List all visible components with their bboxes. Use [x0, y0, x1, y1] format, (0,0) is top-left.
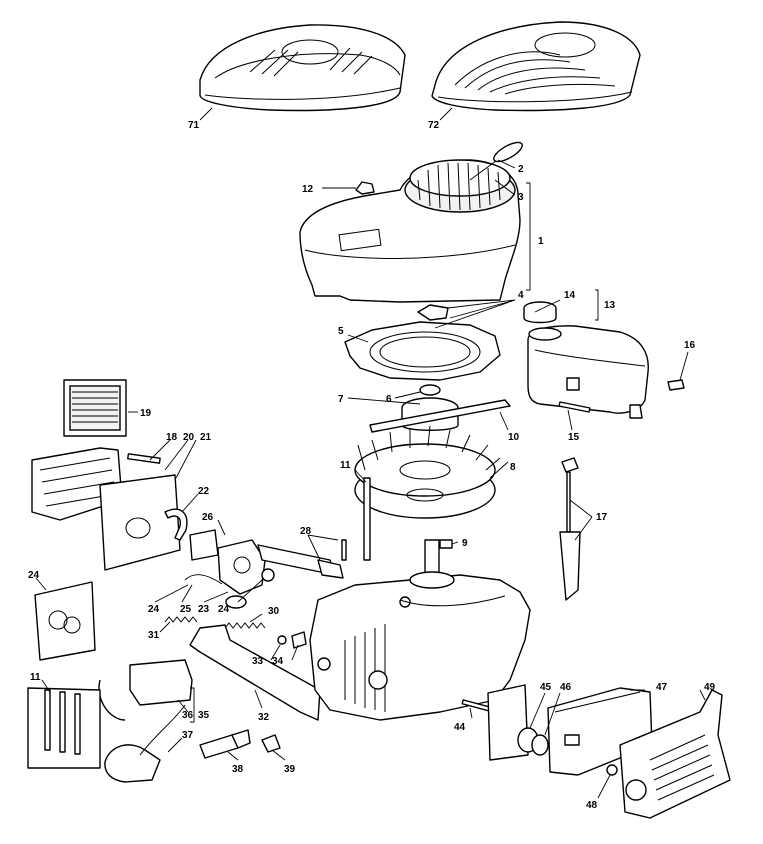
blower-housing-plate-5 [344, 321, 501, 381]
screw-48 [606, 764, 618, 776]
tank-bolt-16 [667, 379, 685, 391]
callout-30: 30 [268, 606, 280, 617]
callout-7: 7 [338, 394, 344, 405]
head-bolts-11 [27, 687, 101, 769]
intake-tube-28 [257, 544, 344, 579]
engine-crankcase [309, 539, 531, 721]
engine-cover-71 [199, 24, 406, 112]
callout-25: 25 [180, 604, 192, 615]
carb-gasket-24 [189, 529, 219, 561]
ignition-coil-35 [98, 659, 193, 721]
callout-28: 28 [300, 526, 312, 537]
clip-34 [291, 631, 307, 649]
fuel-tank [527, 325, 649, 419]
breather-tube-22 [164, 508, 188, 541]
fuel-cap-14 [523, 301, 557, 324]
callout-labels: 71 72 12 2 3 1 4 5 14 13 16 6 7 10 15 8 … [28, 120, 716, 811]
o-ring-24 [261, 568, 275, 582]
callout-72: 72 [428, 120, 440, 131]
callout-19: 19 [140, 408, 152, 419]
callout-35: 35 [198, 710, 210, 721]
choke-link-25 [184, 574, 223, 585]
callout-36: 36 [182, 710, 194, 721]
callout-24-left: 24 [28, 570, 40, 581]
callout-8: 8 [510, 462, 516, 473]
recoil-starter-housing [299, 159, 521, 303]
callout-17: 17 [596, 512, 608, 523]
callout-34: 34 [272, 656, 284, 667]
callout-37: 37 [182, 730, 194, 741]
callout-18: 18 [166, 432, 178, 443]
callout-26: 26 [202, 512, 214, 523]
bolt-11 [363, 477, 371, 561]
callout-13: 13 [604, 300, 616, 311]
callout-38: 38 [232, 764, 244, 775]
callout-24-mid: 24 [148, 604, 160, 615]
callout-12: 12 [302, 184, 314, 195]
callout-46: 46 [560, 682, 572, 693]
callout-33: 33 [252, 656, 264, 667]
washer-33 [277, 635, 287, 645]
bolt-39 [261, 734, 281, 753]
callout-23: 23 [198, 604, 210, 615]
governor-bracket-32 [189, 624, 321, 721]
spark-plug-boot-37 [104, 704, 186, 783]
governor-spring-30 [224, 622, 266, 629]
callout-1: 1 [538, 236, 544, 247]
nut-9 [439, 539, 453, 549]
callout-10: 10 [508, 432, 520, 443]
callout-32: 32 [258, 712, 270, 723]
callout-44: 44 [454, 722, 466, 733]
callout-49: 49 [704, 682, 716, 693]
air-filter-element-19 [63, 379, 127, 437]
callout-9: 9 [462, 538, 468, 549]
callout-39: 39 [284, 764, 296, 775]
screw-26 [341, 539, 347, 561]
muffler-gasket-45-46 [517, 727, 549, 756]
callout-71: 71 [188, 120, 200, 131]
tank-screw-15 [558, 401, 591, 413]
muffler-guard-49 [619, 689, 731, 819]
callout-22: 22 [198, 486, 210, 497]
callout-20: 20 [183, 432, 195, 443]
leader-lines [35, 107, 706, 799]
callout-3: 3 [518, 192, 524, 203]
callout-5: 5 [338, 326, 344, 337]
screw-20 [127, 453, 161, 464]
callout-48: 48 [586, 800, 598, 811]
callout-47: 47 [656, 682, 668, 693]
callout-2: 2 [518, 164, 524, 175]
carburetor-23 [217, 539, 266, 609]
gasket-set-24 [34, 581, 96, 661]
governor-spring-31 [164, 616, 198, 623]
callout-31: 31 [148, 630, 160, 641]
callout-11-left: 11 [30, 672, 41, 683]
callout-15: 15 [568, 432, 580, 443]
callout-14: 14 [564, 290, 576, 301]
callout-45: 45 [540, 682, 552, 693]
air-filter-base-21 [99, 474, 181, 571]
dipstick-tube-17 [559, 457, 581, 601]
callout-6: 6 [386, 394, 392, 405]
callout-21: 21 [200, 432, 212, 443]
engine-cover-72 [431, 21, 641, 112]
key-10 [369, 399, 511, 433]
starter-handle-rope [469, 141, 523, 181]
callout-4: 4 [518, 290, 524, 301]
spark-plug-38 [199, 729, 251, 759]
callout-16: 16 [684, 340, 696, 351]
flywheel-8 [354, 425, 501, 519]
callout-11-top: 11 [340, 460, 351, 471]
starter-cap-12 [355, 181, 375, 195]
callout-24-right: 24 [218, 604, 230, 615]
